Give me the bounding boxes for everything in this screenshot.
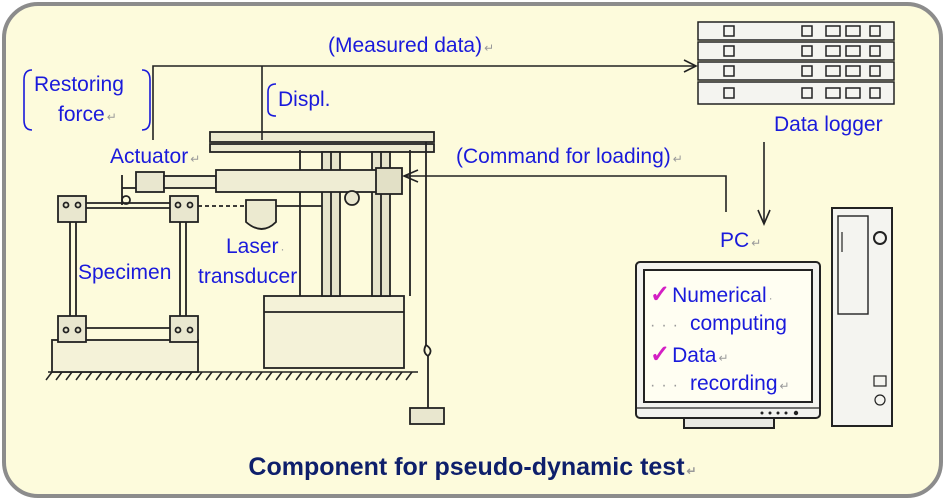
displ-label: Displ.	[278, 88, 331, 111]
laser-transducer	[198, 199, 322, 230]
data-logger	[697, 21, 895, 105]
screen-numerical-line: ✓Numerical·	[650, 281, 773, 308]
specimen-label: Specimen	[78, 261, 172, 284]
laser-label-line1: Laser·	[226, 235, 285, 258]
pc-tower	[831, 207, 893, 427]
signal-lines	[152, 59, 771, 227]
data-logger-label: Data logger	[774, 113, 883, 136]
screen-computing-line: ···computing	[650, 312, 787, 335]
diagram-caption: Component for pseudo-dynamic test↵	[248, 453, 697, 481]
screen-data-line: ✓Data↵	[650, 341, 729, 368]
checkmark-icon: ✓	[650, 281, 671, 308]
command-for-loading-label: (Command for loading)↵	[456, 145, 683, 168]
measured-data-label: (Measured data)↵	[328, 34, 495, 57]
screen-recording-line: ···recording↵	[650, 372, 790, 395]
checkmark-icon: ✓	[650, 341, 671, 368]
restoring-force-label-line1: Restoring	[34, 73, 124, 96]
actuator	[121, 167, 403, 206]
hanging-weight	[409, 344, 445, 425]
label-brackets	[23, 69, 277, 131]
restoring-force-label-line2: force↵	[58, 103, 117, 126]
pc-monitor	[635, 261, 821, 429]
pc-label: PC↵	[720, 229, 762, 252]
reaction-frame	[209, 131, 435, 369]
actuator-label: Actuator↵	[110, 145, 201, 168]
specimen-frame	[51, 195, 199, 373]
laser-label-line2: transducer	[198, 265, 298, 288]
